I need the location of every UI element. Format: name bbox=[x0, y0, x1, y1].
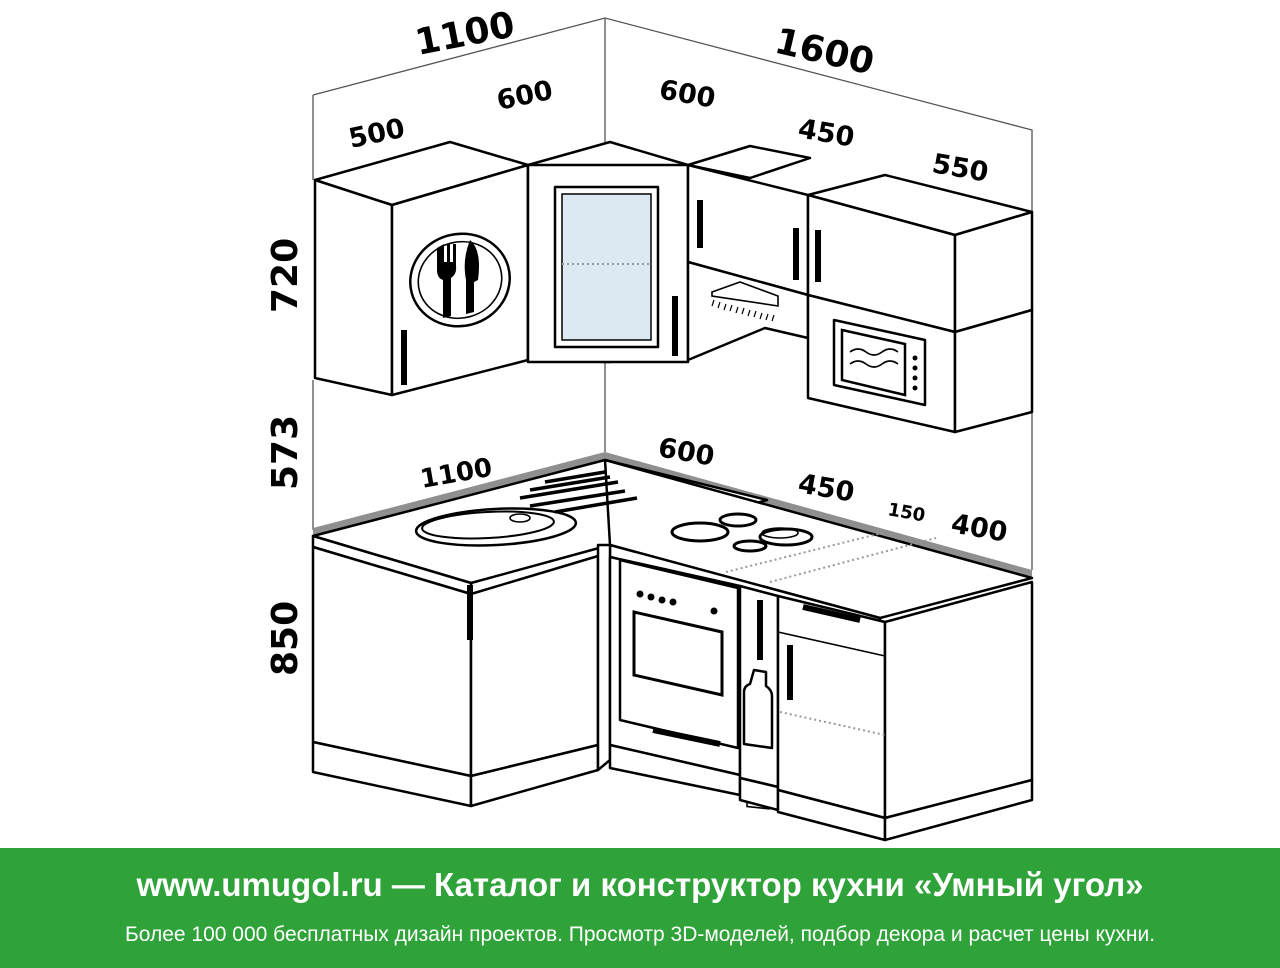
dim-top-right-2: 450 bbox=[796, 113, 857, 153]
dim-top-right-1: 600 bbox=[657, 74, 718, 114]
dim-counter-right-4: 400 bbox=[949, 508, 1010, 548]
dim-height-gap: 573 bbox=[265, 415, 306, 490]
dim-height-upper: 720 bbox=[265, 238, 306, 313]
dim-top-left-1: 500 bbox=[346, 113, 408, 155]
dim-top-total-right: 1600 bbox=[771, 21, 878, 83]
base-left-cabinet bbox=[311, 545, 600, 808]
range-hood-icon bbox=[711, 281, 779, 322]
dim-counter-right-2: 450 bbox=[796, 468, 857, 508]
upper-hood-cabinet bbox=[686, 144, 812, 362]
cooktop-icon bbox=[670, 512, 937, 583]
dim-counter-right-1: 600 bbox=[656, 432, 717, 472]
dim-top-total-left: 1100 bbox=[412, 4, 518, 63]
footer-subtitle: Более 100 000 бесплатных дизайн проектов… bbox=[124, 923, 1156, 946]
dim-top-left-2: 600 bbox=[494, 75, 556, 117]
dim-top-right-3: 550 bbox=[930, 148, 991, 188]
countertop bbox=[311, 452, 1034, 632]
footer-banner: www.umugol.ru — Каталог и конструктор ку… bbox=[0, 848, 1280, 968]
footer-title[interactable]: www.umugol.ru — Каталог и конструктор ку… bbox=[136, 866, 1144, 903]
upper-right-cabinet bbox=[806, 173, 1034, 434]
microwave-icon bbox=[832, 318, 927, 407]
bottle-cabinet bbox=[738, 584, 780, 812]
dim-height-base: 850 bbox=[265, 601, 306, 676]
base-right-cabinet bbox=[776, 580, 1034, 842]
upper-corner-glass-cabinet bbox=[526, 140, 690, 364]
sink-icon bbox=[414, 470, 638, 547]
dim-counter-right-3: 150 bbox=[886, 499, 927, 526]
upper-left-cabinet bbox=[313, 140, 530, 397]
plate-cutlery-icon bbox=[409, 232, 511, 328]
kitchen-drawing: 1100 1600 500 600 600 450 550 720 573 85… bbox=[265, 4, 1034, 842]
oven-cabinet bbox=[596, 543, 742, 797]
